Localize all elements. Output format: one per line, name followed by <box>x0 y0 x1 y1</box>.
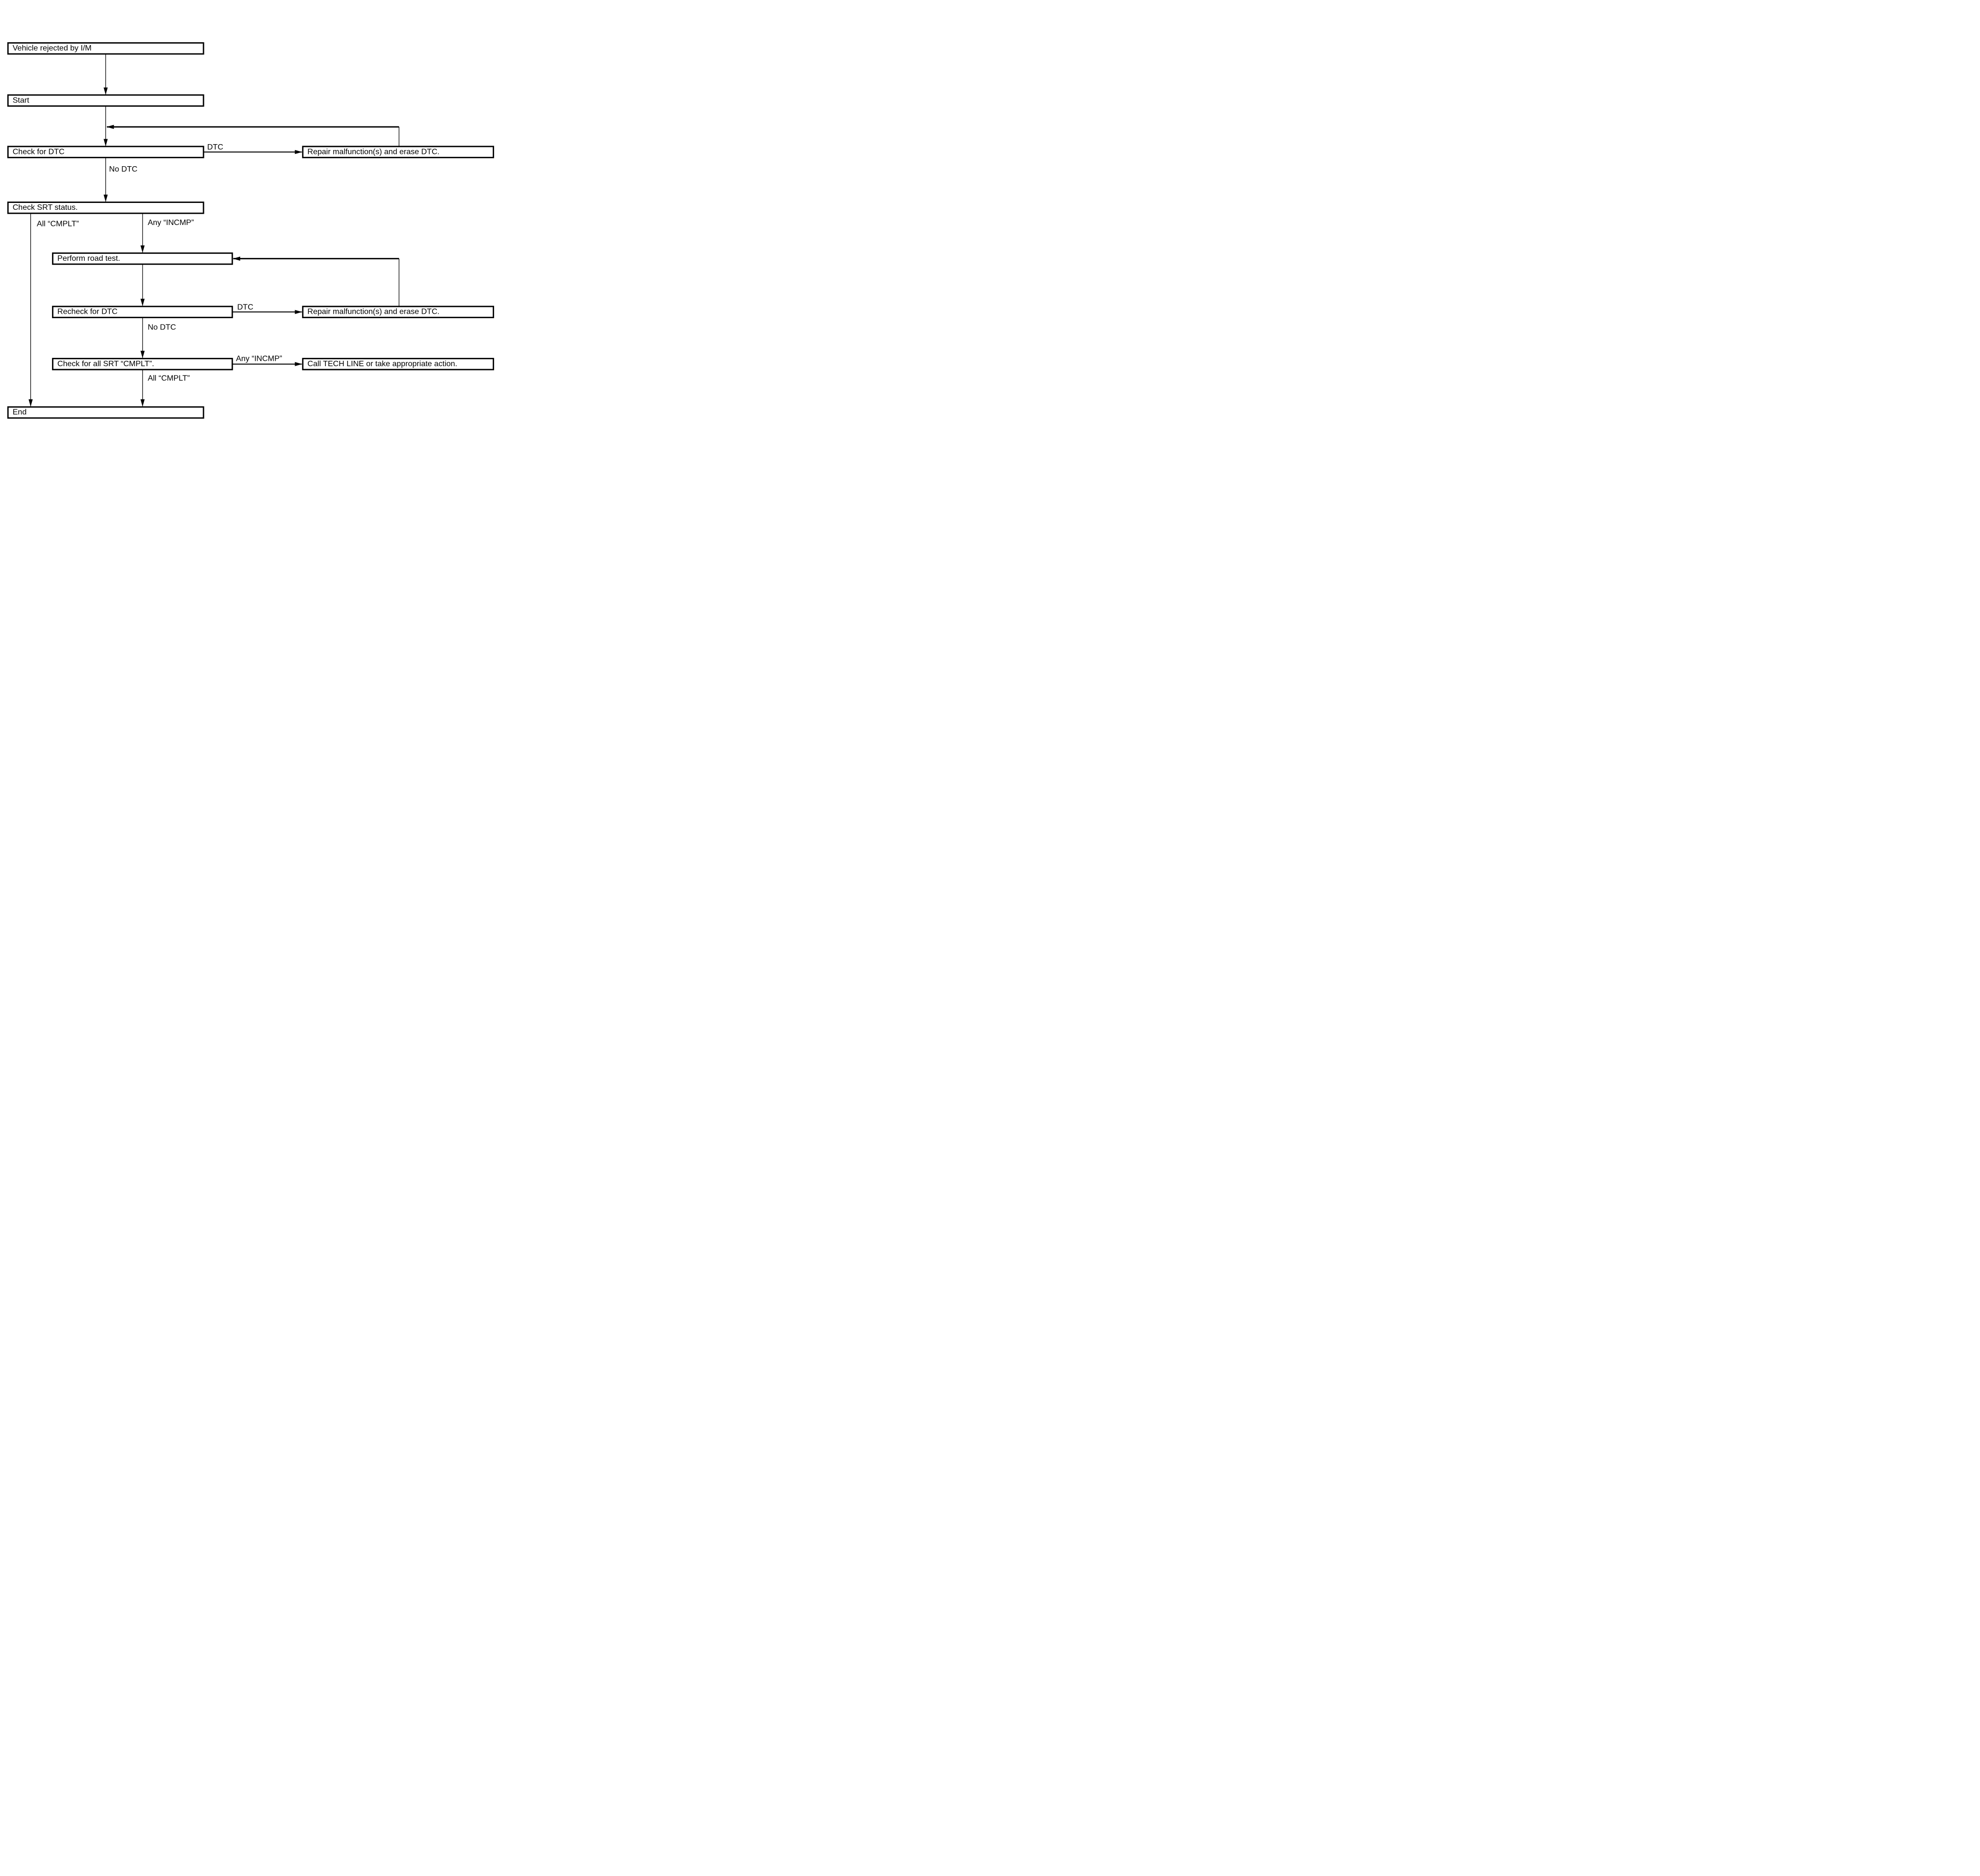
edge-label-no-dtc-2: No DTC <box>148 324 176 332</box>
edge-label-no-dtc-1: No DTC <box>109 165 138 174</box>
node-check-srt-status-box <box>7 201 204 214</box>
edge-label-dtc-2: DTC <box>237 303 253 311</box>
node-repair-erase-dtc-2: Repair malfunction(s) and erase DTC. <box>302 305 494 319</box>
edge-label-any-incmp-1: Any “INCMP” <box>148 219 194 227</box>
flowchart-canvas: Vehicle rejected by I/M Start Check for … <box>0 0 495 469</box>
edge-label-dtc-1: DTC <box>207 143 224 151</box>
node-vehicle-rejected-label: Vehicle rejected by I/M <box>13 44 92 52</box>
node-repair-erase-dtc-2-label: Repair malfunction(s) and erase DTC. <box>307 308 439 316</box>
node-repair-erase-dtc-2-box <box>302 305 494 319</box>
node-end-box <box>7 406 204 419</box>
edge-label-all-cmplt-2: All “CMPLT” <box>148 374 190 382</box>
node-perform-road-test-box <box>52 252 233 265</box>
node-perform-road-test: Perform road test. <box>52 252 233 265</box>
node-start: Start <box>7 94 204 107</box>
node-check-for-dtc: Check for DTC <box>7 146 204 158</box>
node-end: End <box>7 406 204 419</box>
node-vehicle-rejected: Vehicle rejected by I/M <box>7 42 204 55</box>
edge-labels: DTC No DTC All “CMPLT” Any “INCMP” DTC N… <box>37 143 282 382</box>
im-readiness-flowchart: Vehicle rejected by I/M Start Check for … <box>0 0 495 469</box>
edge-label-any-incmp-2: Any “INCMP” <box>236 354 282 363</box>
node-check-for-dtc-box <box>7 146 204 158</box>
node-call-tech-line-box <box>302 358 494 371</box>
node-recheck-for-dtc: Recheck for DTC <box>52 305 233 319</box>
node-start-box <box>7 94 204 107</box>
node-check-srt-status: Check SRT status. <box>7 201 204 214</box>
edge-label-all-cmplt-1: All “CMPLT” <box>37 220 79 228</box>
node-repair-erase-dtc-1: Repair malfunction(s) and erase DTC. <box>302 146 494 158</box>
node-perform-road-test-label: Perform road test. <box>57 254 120 263</box>
node-check-srt-status-label: Check SRT status. <box>13 203 78 212</box>
node-start-label: Start <box>13 96 29 104</box>
node-call-tech-line-label: Call TECH LINE or take appropriate actio… <box>307 360 457 368</box>
node-check-all-srt-cmplt-label: Check for all SRT “CMPLT”. <box>57 360 154 368</box>
node-end-label: End <box>13 408 26 417</box>
node-check-for-dtc-label: Check for DTC <box>13 148 65 156</box>
node-repair-erase-dtc-1-box <box>302 146 494 158</box>
node-call-tech-line: Call TECH LINE or take appropriate actio… <box>302 358 494 371</box>
node-check-all-srt-cmplt: Check for all SRT “CMPLT”. <box>52 358 233 371</box>
node-check-all-srt-cmplt-box <box>52 358 233 371</box>
node-vehicle-rejected-box <box>7 42 204 55</box>
node-repair-erase-dtc-1-label: Repair malfunction(s) and erase DTC. <box>307 148 439 156</box>
node-recheck-for-dtc-label: Recheck for DTC <box>57 308 118 316</box>
node-recheck-for-dtc-box <box>52 305 233 319</box>
edges <box>28 54 400 407</box>
nodes: Vehicle rejected by I/M Start Check for … <box>7 42 494 419</box>
